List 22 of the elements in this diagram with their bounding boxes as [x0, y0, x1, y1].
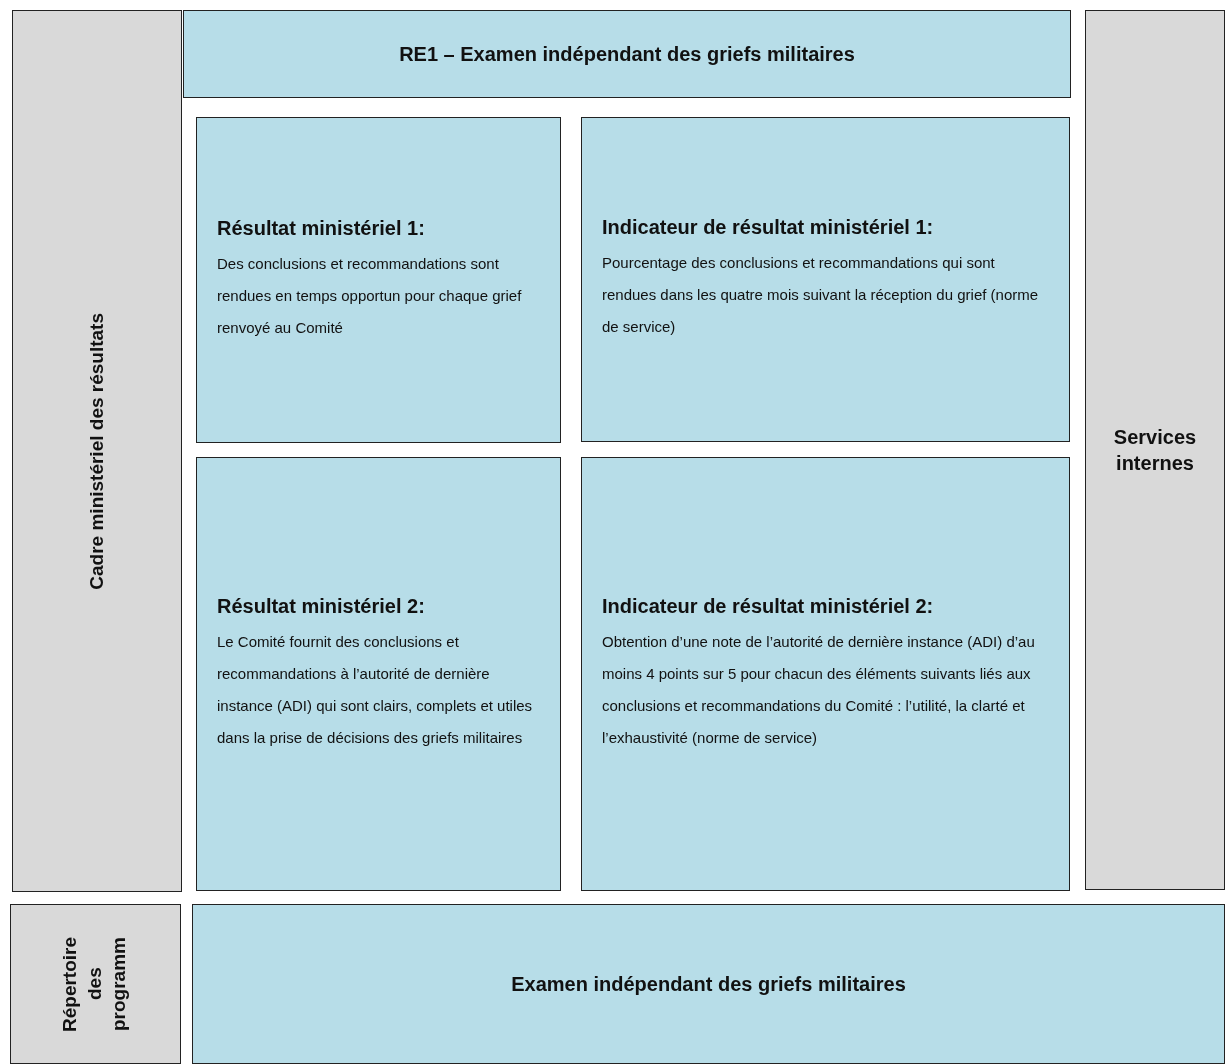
box-heading: Indicateur de résultat ministériel 2: — [602, 594, 934, 618]
rotated-label: Cadre ministériel des résultats — [84, 312, 108, 590]
rotated-label: Répertoire des programm — [58, 935, 131, 1034]
box-title: Services internes — [1112, 425, 1198, 476]
content-box — [581, 457, 1070, 891]
box-description: Des conclusions et recommandations sont rendues en temps opportun pour chaque grief renvoyé au Comité — [217, 253, 523, 338]
side-panel — [12, 10, 182, 892]
box-description: Pourcentage des conclusions et recommandations qui sont rendues dans les quatre mois suivant la réception du grief (norme de service) — [602, 253, 1040, 337]
side-panel — [1085, 10, 1225, 890]
box-description: Obtention d’une note de l’autorité de dernière instance (ADI) d’au moins 4 points sur 5 pour chacun des éléments suivants liés aux conclusions et recommandations du Comité : l’utilité, la clarté et l’exhaustivité (norme de service) — [602, 631, 1036, 748]
box-description: Le Comité fournit des conclusions et recommandations à l’autorité de dernière instance (ADI) qui sont clairs, complets et utiles dans la prise de décisions des griefs militaires — [217, 631, 534, 748]
content-box — [196, 457, 561, 891]
box-heading: Résultat ministériel 1: — [217, 216, 425, 240]
content-box — [192, 904, 1225, 1064]
box-heading: Indicateur de résultat ministériel 1: — [602, 216, 934, 239]
content-box — [196, 117, 561, 443]
box-heading: Résultat ministériel 2: — [217, 594, 425, 618]
box-title: RE1 – Examen indépendant des griefs militaires — [399, 42, 855, 67]
side-panel — [10, 904, 181, 1064]
content-box — [183, 10, 1071, 98]
box-title: Examen indépendant des griefs militaires — [511, 972, 906, 997]
content-box — [581, 117, 1070, 442]
